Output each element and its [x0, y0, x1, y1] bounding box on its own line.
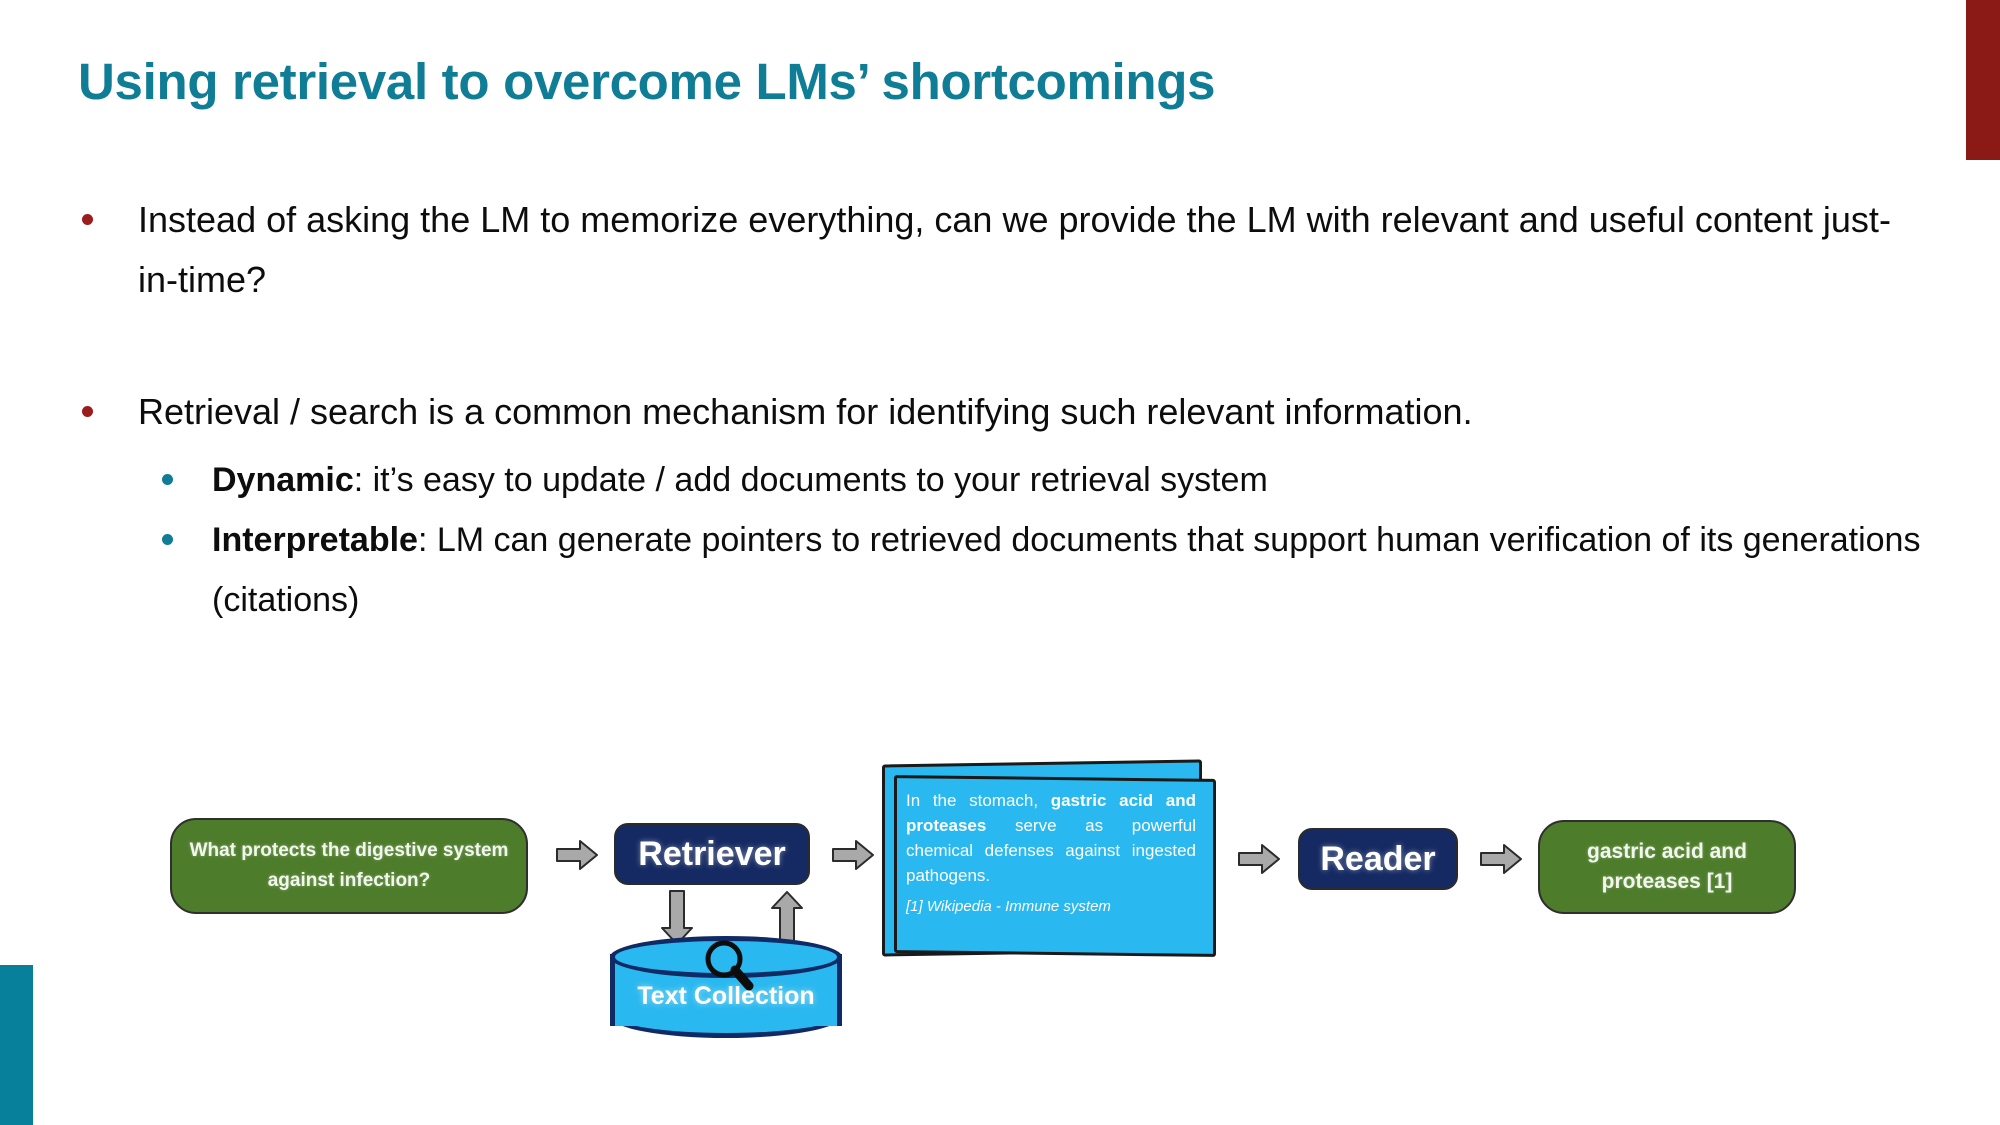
subbullet-spacer [62, 442, 1922, 450]
document-passage-part2: serve as powerful chemical defenses agai… [906, 816, 1196, 885]
subbullet-item-interpretable: Interpretable: LM can generate pointers … [62, 510, 1922, 630]
retriever-box: Retriever [614, 823, 810, 885]
arrow-up-icon [771, 891, 803, 946]
bullet-dot-icon [82, 406, 93, 417]
retrieved-document-card: In the stomach, gastric acid and proteas… [882, 759, 1216, 958]
arrow-right-icon [556, 840, 598, 870]
bullet-spacer [62, 310, 1922, 382]
bullet-item-1-text: Instead of asking the LM to memorize eve… [138, 199, 1891, 300]
slide-body: Instead of asking the LM to memorize eve… [62, 190, 1922, 630]
top-right-red-accent-bar [1966, 0, 2000, 160]
magnifier-icon [705, 940, 754, 991]
retrieval-pipeline-diagram: What protects the digestive system again… [170, 759, 1810, 1050]
page-title: Using retrieval to overcome LMs’ shortco… [78, 53, 1216, 110]
text-collection-cylinder: Text Collection [610, 936, 842, 1040]
subbullet-item-dynamic-text: : it’s easy to update / add documents to… [353, 461, 1268, 499]
document-passage-part1: In the stomach, [906, 791, 1051, 810]
subbullet-item-interpretable-lead: Interpretable [212, 521, 418, 559]
document-passage-text: In the stomach, gastric acid and proteas… [906, 788, 1196, 888]
bullet-dot-icon [82, 214, 93, 225]
question-box: What protects the digestive system again… [170, 818, 528, 914]
document-passage-highlight: gastric acid and proteases [906, 791, 1196, 835]
subbullet-dot-icon [162, 474, 173, 485]
arrow-right-icon [832, 840, 874, 870]
subbullet-dot-icon [162, 534, 173, 545]
reader-box: Reader [1298, 828, 1458, 890]
subbullet-item-dynamic-lead: Dynamic [212, 461, 354, 499]
arrow-right-icon [1238, 844, 1280, 874]
arrow-right-icon [1480, 844, 1522, 874]
arrow-down-icon [661, 890, 693, 945]
bullet-item-1: Instead of asking the LM to memorize eve… [62, 190, 1922, 310]
bottom-left-teal-accent-bar [0, 965, 33, 1125]
document-citation: [1] Wikipedia - Immune system [906, 898, 1111, 915]
text-collection-label: Text Collection [637, 982, 815, 1010]
subbullet-item-dynamic: Dynamic: it’s easy to update / add docum… [62, 450, 1922, 510]
bullet-item-2: Retrieval / search is a common mechanism… [62, 382, 1922, 442]
subbullet-item-interpretable-text: : LM can generate pointers to retrieved … [212, 521, 1921, 619]
answer-box: gastric acid and proteases [1] [1538, 820, 1796, 914]
bullet-item-2-text: Retrieval / search is a common mechanism… [138, 391, 1473, 432]
